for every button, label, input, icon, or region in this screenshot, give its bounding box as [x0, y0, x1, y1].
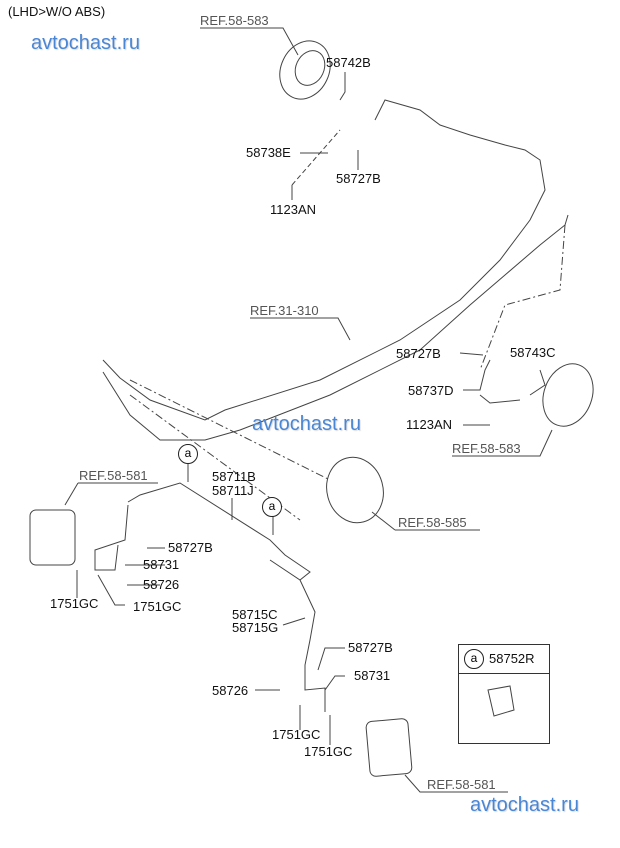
diagram-title: (LHD>W/O ABS)	[8, 4, 106, 19]
ref-label[interactable]: REF.58-585	[398, 515, 467, 530]
watermark: avtochast.ru	[252, 413, 361, 435]
ref-label[interactable]: REF.31-310	[250, 303, 319, 318]
part-label[interactable]: 58711J	[212, 483, 254, 498]
part-label[interactable]: 58742B	[326, 55, 371, 70]
part-label[interactable]: 58727B	[396, 346, 441, 361]
part-label[interactable]: 58726	[143, 577, 180, 592]
part-label[interactable]: 1123AN	[270, 202, 317, 217]
part-label[interactable]: 58715C	[232, 607, 278, 622]
watermark: avtochast.ru	[31, 32, 140, 54]
part-label[interactable]: 58737D	[408, 383, 454, 398]
inset-box: a 58752R	[458, 644, 550, 744]
brake-pipe-2	[102, 214, 569, 441]
part-label[interactable]: 58727B	[336, 171, 381, 186]
part-label[interactable]: 1751GC	[272, 727, 321, 742]
part-label[interactable]: 58715G	[232, 620, 279, 635]
callout-a: a	[262, 497, 282, 517]
inset-marker: a	[464, 649, 484, 669]
part-label[interactable]: 1751GC	[133, 599, 182, 614]
part-label[interactable]: 58731	[354, 668, 391, 683]
rear-drum-backplate-right	[542, 363, 594, 427]
part-label[interactable]: 58727B	[168, 540, 213, 555]
part-label[interactable]: 58743C	[510, 345, 556, 360]
pipe-clip-58752R	[487, 685, 515, 717]
front-caliper-left	[29, 509, 76, 566]
ref-label[interactable]: REF.58-581	[427, 777, 496, 792]
ref-label[interactable]: REF.58-581	[79, 468, 148, 483]
ref-label[interactable]: REF.58-583	[200, 13, 269, 28]
inset-header: a 58752R	[459, 645, 549, 674]
brake-pipe-58711	[127, 482, 311, 581]
part-label[interactable]: 58738E	[246, 145, 291, 160]
leader-ref-top	[200, 27, 299, 56]
brake-hose-bottom	[299, 579, 326, 712]
inset-part-label[interactable]: 58752R	[489, 651, 535, 666]
part-label[interactable]: 1751GC	[304, 744, 353, 759]
watermark: avtochast.ru	[470, 794, 579, 816]
part-label[interactable]: 1751GC	[50, 596, 99, 611]
rear-drum-backplate-top	[279, 40, 331, 100]
part-label[interactable]: 58727B	[348, 640, 393, 655]
brake-booster	[326, 456, 384, 524]
part-label[interactable]: 1123AN	[406, 417, 453, 432]
ref-label[interactable]: REF.58-583	[452, 441, 521, 456]
part-label[interactable]: 58726	[212, 683, 249, 698]
part-label[interactable]: 58731	[143, 557, 180, 572]
brake-pipe-1	[102, 99, 546, 421]
front-caliper-bottom	[365, 718, 413, 777]
part-label[interactable]: 58711B	[212, 469, 256, 484]
brake-hose-left	[94, 504, 129, 571]
callout-a: a	[178, 444, 198, 464]
